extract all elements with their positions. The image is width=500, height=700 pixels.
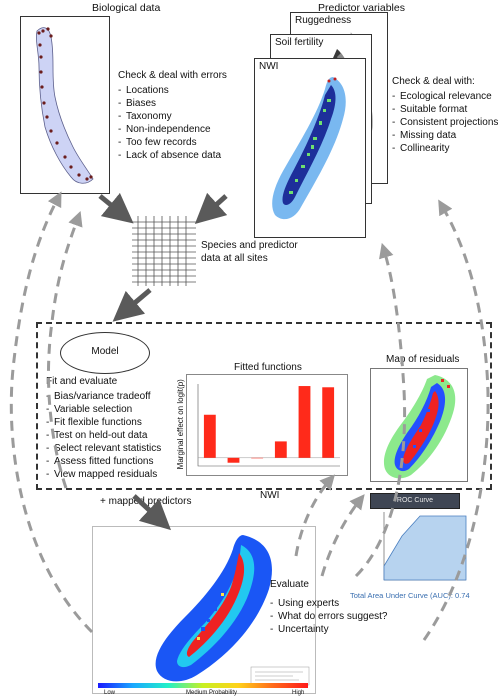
list-item: View mapped residuals <box>46 468 161 481</box>
model-box <box>36 322 492 490</box>
list-item: Assess fitted functions <box>46 455 161 468</box>
roc-header: ROC Curve <box>370 493 460 509</box>
list-item: Suitable format <box>392 103 498 116</box>
arrow-bio-to-grid <box>98 192 134 224</box>
list-item: Biases <box>118 97 221 110</box>
arrow-grid-to-model <box>112 288 152 322</box>
biological-check-title: Check & deal with errors <box>118 70 227 81</box>
evaluate-title: Evaluate <box>270 579 309 590</box>
arrow-eval-to-model-2 <box>320 494 365 577</box>
list-item: Lack of absence data <box>118 149 221 162</box>
layer-label-ruggedness: Ruggedness <box>295 15 352 26</box>
predictors-check-list: Ecological relevance Suitable format Con… <box>392 90 498 155</box>
list-item: Fit flexible functions <box>46 416 161 429</box>
layer-nwi: NWI <box>254 58 366 238</box>
arrow-right-outer-loop <box>422 199 490 641</box>
biological-check-list: Locations Biases Taxonomy Non-independen… <box>118 84 221 162</box>
roc-header-label: ROC Curve <box>396 497 434 504</box>
legend-high: High <box>292 690 305 696</box>
arrow-right-inner-loop <box>354 242 407 578</box>
arrow-eval-to-model-1 <box>294 474 336 557</box>
roc-area <box>383 515 467 581</box>
biological-title: Biological data <box>92 2 161 14</box>
list-item: Ecological relevance <box>392 90 498 103</box>
fitted-bar-5 <box>298 386 311 458</box>
model-list: Bias/variance tradeoff Variable selectio… <box>46 390 161 481</box>
fitted-bar-6 <box>322 387 335 458</box>
species-range-outline <box>36 27 94 184</box>
arrow-left-inner-loop <box>46 210 83 489</box>
list-item: Locations <box>118 84 221 97</box>
probability-legend-bar <box>98 683 308 688</box>
fitted-axes <box>197 384 340 467</box>
residuals-map <box>370 368 468 482</box>
fitted-bar-2 <box>227 457 240 463</box>
layer-label-nwi: NWI <box>259 61 279 72</box>
fitted-title: Fitted functions <box>234 362 302 373</box>
residuals-map-art <box>383 375 456 479</box>
list-item: Collinearity <box>392 142 498 155</box>
list-item: Using experts <box>270 597 388 610</box>
prediction-map-art <box>155 535 310 686</box>
model-title: Fit and evaluate <box>46 376 118 387</box>
arrow-left-outer-loop <box>9 191 94 634</box>
fitted-bar-3 <box>251 457 264 459</box>
layer-label-soil: Soil fertility <box>275 37 324 48</box>
biological-map <box>20 16 110 194</box>
fitted-bar-1 <box>203 414 216 458</box>
fitted-bar-4 <box>274 441 287 458</box>
list-item: Select relevant statistics <box>46 442 161 455</box>
residuals-title: Map of residuals <box>386 354 460 365</box>
list-item: Taxonomy <box>118 110 221 123</box>
nwi-map <box>272 77 346 220</box>
predictors-check-title: Check & deal with: <box>392 76 475 87</box>
species-data-label-2: data at all sites <box>201 253 268 264</box>
list-item: What do errors suggest? <box>270 610 388 623</box>
legend-mid: Medium Probability <box>186 690 238 696</box>
model-ellipse: Model <box>60 332 150 374</box>
fitted-xlabel: NWI <box>260 490 280 501</box>
list-item: Variable selection <box>46 403 161 416</box>
model-label: Model <box>91 346 119 357</box>
list-item: Missing data <box>392 129 498 142</box>
arrow-mapped-predictors <box>132 494 172 531</box>
list-item: Too few records <box>118 136 221 149</box>
list-item: Non-independence <box>118 123 221 136</box>
roc-auc-label: Total Area Under Curve (AUC): 0.74 <box>350 591 470 600</box>
evaluate-list: Using experts What do errors suggest? Un… <box>270 597 388 636</box>
list-item: Uncertainty <box>270 623 388 636</box>
arrow-pred-to-grid <box>194 192 228 225</box>
list-item: Consistent projections <box>392 116 498 129</box>
prediction-map <box>92 526 316 694</box>
species-data-label-1: Species and predictor <box>201 240 298 251</box>
list-item: Test on held-out data <box>46 429 161 442</box>
legend-low: Low <box>104 690 116 696</box>
predictors-title: Predictor variables <box>318 2 405 14</box>
